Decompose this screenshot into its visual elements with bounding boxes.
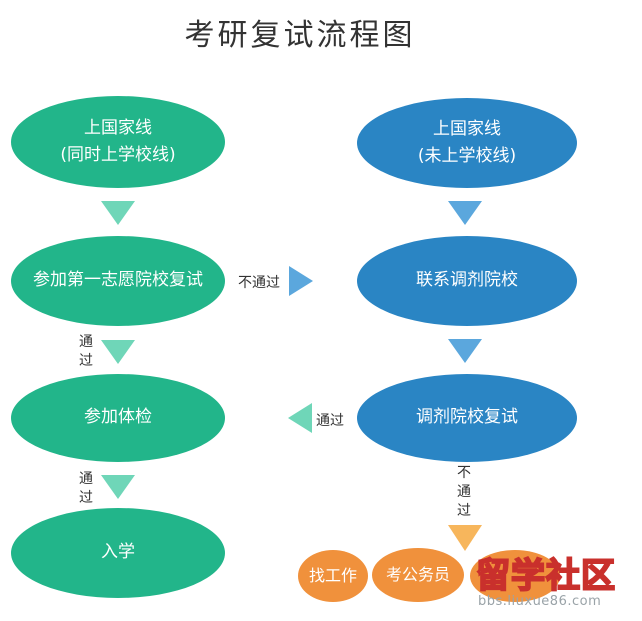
arrow-down-5-icon (448, 339, 482, 363)
node-admission-label: 入学 (101, 542, 135, 563)
arrow-down-1-icon (101, 201, 135, 225)
label-not-passed-v-char1: 不 (457, 465, 471, 481)
node-left-top-line1: 上国家线 (84, 117, 152, 138)
label-not-passed-vertical: 不 通 过 (456, 464, 472, 521)
node-admission: 入学 (11, 508, 225, 598)
node-physical-exam: 参加体检 (11, 374, 225, 462)
node-find-job-label: 找工作 (308, 566, 357, 586)
watermark-logo: 留学社区 bbs.liuxue86.com (470, 548, 640, 614)
arrow-left-icon (288, 403, 312, 433)
node-contact-adjust-label: 联系调剂院校 (416, 270, 518, 291)
node-physical-exam-label: 参加体检 (84, 407, 152, 428)
node-right-top-line1: 上国家线 (433, 118, 501, 139)
label-passed-2-char1: 通 (79, 471, 93, 487)
node-left-top-line2: (同时上学校线) (60, 145, 176, 165)
label-passed-1-char1: 通 (79, 334, 93, 350)
label-passed-2-char2: 过 (79, 490, 93, 506)
label-not-passed-horizontal: 不通过 (238, 275, 280, 291)
watermark-main-text: 留学社区 (475, 555, 616, 597)
label-not-passed-v-char3: 过 (457, 503, 471, 519)
arrow-down-3-icon (101, 475, 135, 499)
node-adjust-retest-label: 调剂院校复试 (416, 407, 518, 428)
node-civil-service: 考公务员 (372, 548, 464, 602)
node-left-top: 上国家线 (同时上学校线) (11, 96, 225, 188)
arrow-right-icon (289, 266, 313, 296)
watermark-url: bbs.liuxue86.com (478, 594, 602, 609)
label-passed-2: 通 过 (78, 470, 94, 508)
page-title: 考研复试流程图 (184, 18, 416, 53)
label-passed-1: 通 过 (78, 333, 94, 371)
node-civil-service-label: 考公务员 (385, 565, 450, 585)
node-find-job: 找工作 (298, 550, 368, 602)
arrow-down-4-icon (448, 201, 482, 225)
node-contact-adjust: 联系调剂院校 (357, 236, 577, 326)
node-adjust-retest: 调剂院校复试 (357, 374, 577, 462)
node-right-top: 上国家线 (未上学校线) (357, 98, 577, 188)
label-passed-horizontal: 通过 (316, 413, 344, 429)
node-first-choice-label: 参加第一志愿院校复试 (33, 270, 203, 291)
node-first-choice-retest: 参加第一志愿院校复试 (11, 236, 225, 326)
arrow-down-2-icon (101, 340, 135, 364)
label-passed-1-char2: 过 (79, 353, 93, 369)
node-right-top-line2: (未上学校线) (417, 146, 517, 166)
label-not-passed-v-char2: 通 (457, 484, 471, 500)
node-hidden-orange (470, 550, 560, 602)
arrow-down-6-icon (448, 525, 482, 551)
